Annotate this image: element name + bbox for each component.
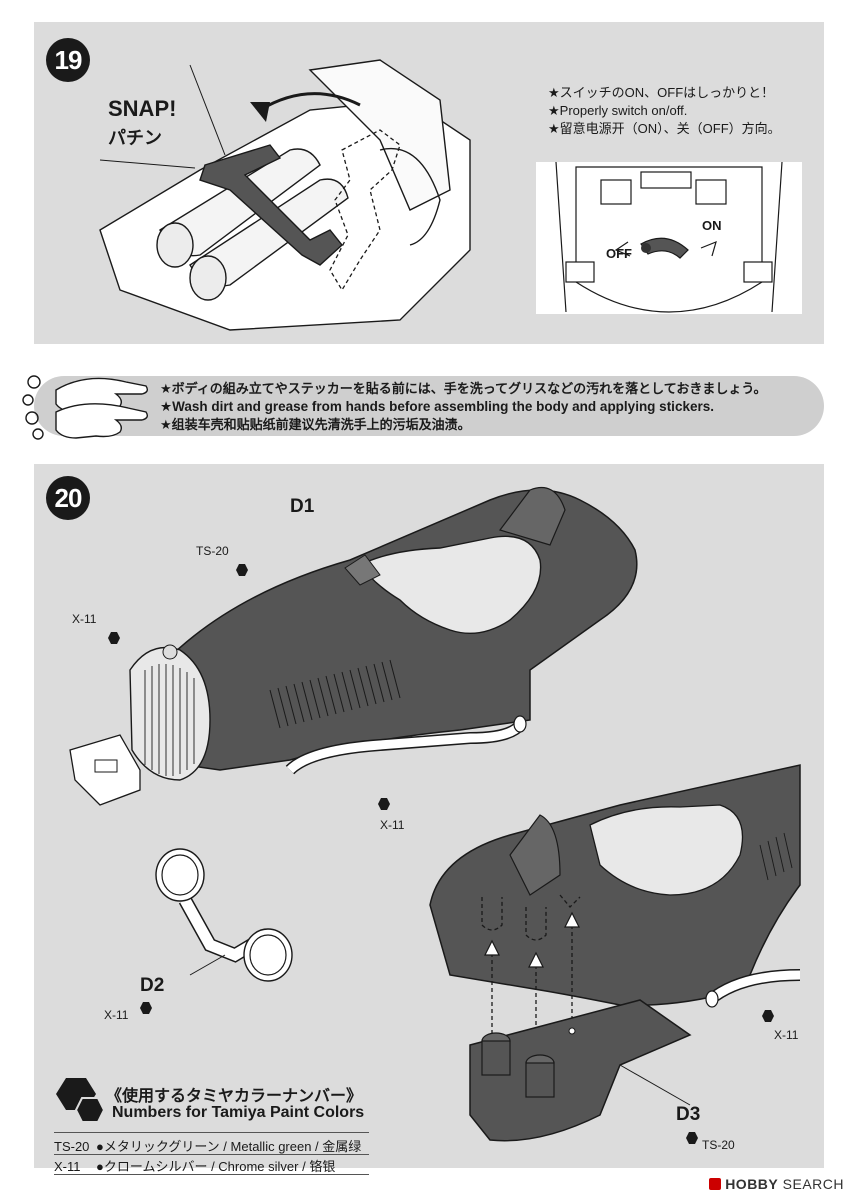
step19-notes: ★スイッチのON、OFFはしっかりと！ ★Properly switch on/… [548,84,781,138]
paint-label-ts20-top: TS-20 [196,544,229,558]
paint-label-ts20-d3: TS-20 [702,1138,735,1152]
d2-mirror-illustration [155,848,293,982]
legend-row-ts20: TS-20 ●メタリックグリーン / Metallic green / 金属绿 [54,1136,361,1155]
legend-text: ●クロームシルバー / Chrome silver / 铬银 [96,1159,336,1174]
step20-badge: 20 [46,476,90,520]
step20-number: 20 [54,482,83,513]
part-label-d1: D1 [290,496,315,517]
paint-hex-icon [378,798,390,810]
watermark-logo-icon [709,1178,722,1190]
legend-code: X-11 [54,1159,81,1174]
step19-number: 19 [54,44,83,75]
hands-icon [22,375,149,440]
paint-label-x11-d2: X-11 [104,1008,129,1022]
switch-inset-illustration [555,161,783,313]
snap-label-jp: パチン [108,128,162,148]
legend-code: TS-20 [54,1139,90,1154]
step19-note-cn: ★留意电源开（ON）、关（OFF）方向。 [548,121,781,136]
paint-hex-icon [762,1010,774,1022]
legend-divider [54,1132,369,1133]
watermark-suffix: SEARCH [782,1176,844,1192]
wash-hands-banner [34,376,824,436]
d1-body-illustration [69,486,638,806]
step19-battery-holder-illustration [99,59,471,331]
wash-hands-notes: ★ボディの組み立てやステッカーを貼る前には、手を洗ってグリスなどの汚れを落として… [160,380,767,434]
rear-body-d3-illustration [429,764,801,1142]
paint-hex-icon [686,1132,698,1144]
legend-title-jp: 《使用するタミヤカラーナンバー》 [106,1088,363,1105]
switch-on-label: ON [702,218,722,233]
wash-note-cn: ★组装车壳和贴贴纸前建议先清洗手上的污垢及油渍。 [160,417,471,432]
switch-off-label: OFF [606,246,632,261]
legend-row-x11: X-11 ●クロームシルバー / Chrome silver / 铬银 [54,1156,335,1175]
legend-text: ●メタリックグリーン / Metallic green / 金属绿 [96,1139,362,1154]
paint-legend-hex-icon [56,1078,106,1123]
snap-label: SNAP! [108,96,177,121]
wash-note-en: ★Wash dirt and grease from hands before … [160,399,714,414]
step19-note-jp: ★スイッチのON、OFFはしっかりと！ [548,85,775,100]
watermark-brand: HOBBY [725,1176,779,1192]
step19-badge: 19 [46,38,90,82]
legend-divider [54,1174,369,1175]
paint-hex-icon [108,632,120,644]
legend-divider [54,1154,369,1155]
legend-title-en: Numbers for Tamiya Paint Colors [112,1104,365,1121]
paint-label-x11-right: X-11 [774,1028,799,1042]
paint-label-x11-pipe: X-11 [380,818,405,832]
part-label-d2: D2 [140,975,165,996]
paint-hex-icon [140,1002,152,1014]
part-label-d3: D3 [676,1104,701,1125]
switch-inset: ON OFF [536,161,802,314]
paint-label-x11-left: X-11 [72,612,97,626]
paint-hex-icon [236,564,248,576]
wash-note-jp: ★ボディの組み立てやステッカーを貼る前には、手を洗ってグリスなどの汚れを落として… [160,381,767,396]
hobby-search-watermark: HOBBY SEARCH [709,1176,844,1192]
step19-note-en: ★Properly switch on/off. [548,103,688,118]
